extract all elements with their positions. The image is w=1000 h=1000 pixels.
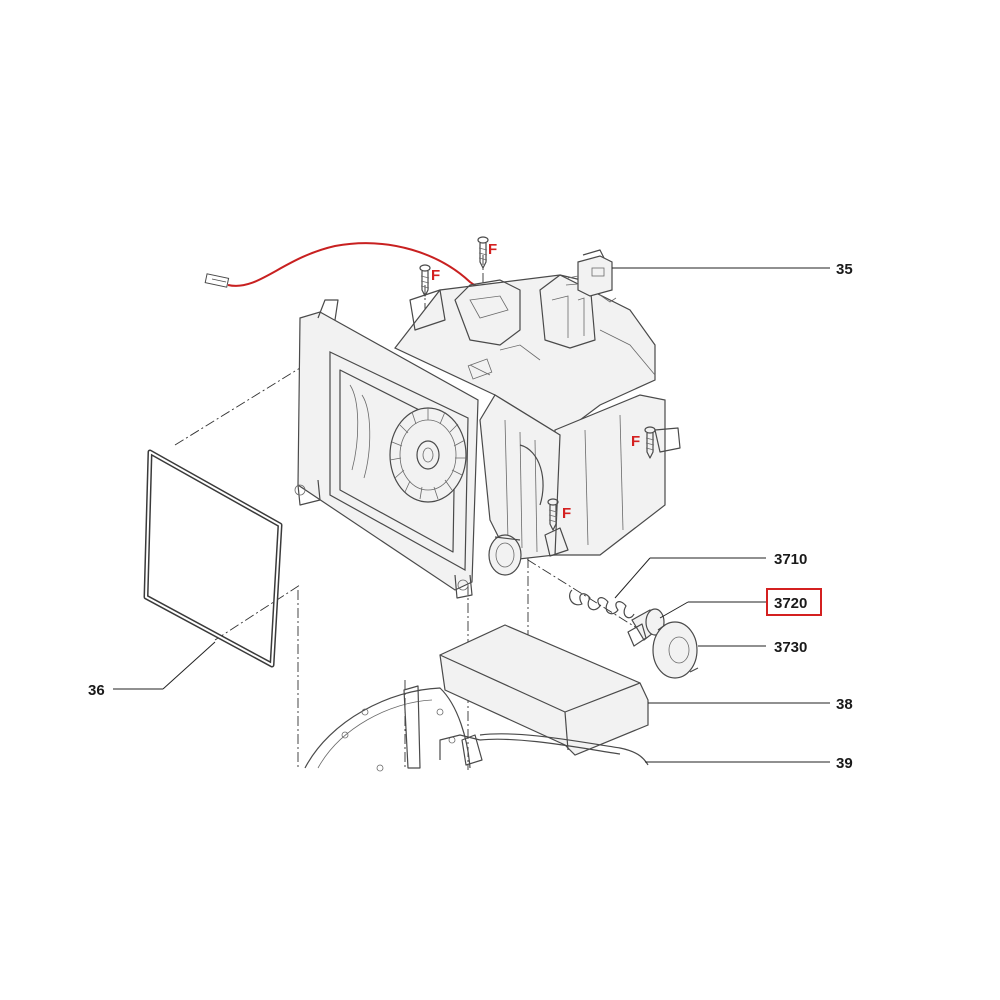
fastener-label-f: F	[631, 433, 640, 450]
fastener-label-f: F	[488, 241, 497, 258]
callout-3720: 3720	[774, 595, 807, 612]
fastener-label-f: F	[562, 505, 571, 522]
leader-lines	[113, 267, 830, 763]
part-3730-ring	[652, 621, 699, 679]
callout-38: 38	[836, 696, 853, 713]
part-36-gasket	[143, 449, 283, 668]
part-39-base	[304, 685, 649, 772]
screws: F F F F	[419, 236, 656, 531]
part-3710-spring	[569, 589, 635, 619]
fastener-label-f: F	[431, 267, 440, 284]
screw-1	[419, 264, 431, 297]
screw-4	[547, 498, 559, 531]
part-38-block	[439, 624, 649, 756]
highlight-box-3720	[766, 588, 822, 616]
screw-3	[644, 426, 656, 459]
callout-3710: 3710	[774, 551, 807, 568]
callout-35: 35	[836, 261, 853, 278]
housing-assembly	[394, 274, 681, 576]
part-35-switch	[565, 249, 617, 303]
callout-3730: 3730	[774, 639, 807, 656]
front-frame	[294, 299, 479, 599]
callout-36: 36	[88, 682, 105, 699]
part-3720-nozzle	[627, 608, 665, 647]
screw-2	[477, 236, 489, 269]
fan-wheel	[389, 407, 467, 503]
callout-39: 39	[836, 755, 853, 772]
